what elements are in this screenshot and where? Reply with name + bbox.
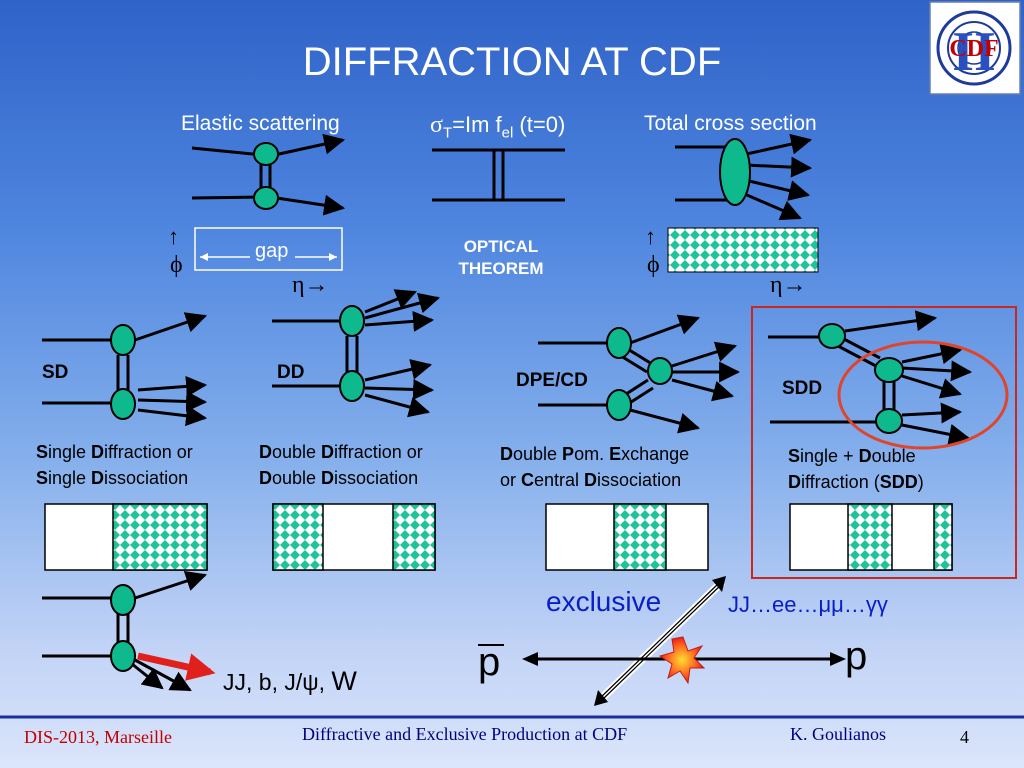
sdd-highlight-ring xyxy=(837,340,1009,450)
dpe-diagram xyxy=(538,314,741,434)
optical-theorem-label: OPTICAL THEOREM xyxy=(440,236,562,280)
sd-l1-b1: S xyxy=(36,442,49,462)
dd-l1-r2: iffraction or xyxy=(334,442,423,462)
dpe-l1-b3: E xyxy=(609,444,622,464)
footer-conference: DIS-2013, Marseille xyxy=(24,727,172,747)
sdd-tag: SDD xyxy=(782,378,823,399)
sd-gap-box xyxy=(44,503,208,571)
sd-l2-r1: ingle xyxy=(48,468,92,488)
dd-l2-b1: D xyxy=(259,468,272,488)
dd-description: Double Diffraction or Double Dissociatio… xyxy=(259,439,423,491)
footer-author: K. Goulianos xyxy=(790,724,886,744)
sd-tag: SD xyxy=(42,362,69,383)
dpe-l2-r1: entral xyxy=(534,470,585,490)
exclusive-diagram xyxy=(522,576,846,706)
footer-talk-title: Diffractive and Exclusive Production at … xyxy=(302,724,628,744)
exclusive-label: exclusive xyxy=(546,586,662,617)
dd-tag: DD xyxy=(277,362,305,383)
optical-line1: OPTICAL xyxy=(463,237,539,256)
sdd-l1-r2: ouble xyxy=(871,446,916,466)
sdd-l1-b1: S xyxy=(788,446,801,466)
phi-symbol-right: ϕ xyxy=(647,252,660,278)
total-cross-section-diagram xyxy=(667,133,819,273)
dpe-l2-r2: issociation xyxy=(597,470,682,490)
sd-l1-r1: ingle xyxy=(48,442,92,462)
slide-title: DIFFRACTION AT CDF xyxy=(302,40,722,84)
sd-products-diagram xyxy=(42,570,216,692)
sd-l1-b2: D xyxy=(91,442,105,462)
phi-symbol-left: ϕ xyxy=(170,252,183,278)
sdd-l2-b1: D xyxy=(788,472,801,492)
formula-middle: =Im f xyxy=(452,112,502,137)
proton-label: p xyxy=(845,634,868,678)
products-label: JJ, b, J/ψ, W xyxy=(223,666,357,697)
cdf-logo: II CDF xyxy=(929,1,1021,95)
sd-l2-b1: S xyxy=(36,468,49,488)
dd-l1-b1: D xyxy=(259,442,272,462)
antiproton-bar xyxy=(478,644,504,646)
gap-label: gap xyxy=(255,240,289,262)
dpe-l1-b1: D xyxy=(500,444,513,464)
dpe-l1-r3: xchange xyxy=(621,444,690,464)
dpe-description: Double Pom. Exchange or Central Dissocia… xyxy=(500,441,689,493)
optical-line2: THEOREM xyxy=(458,259,544,278)
dpe-l2-b1: C xyxy=(521,470,535,490)
sdd-l2-b2: SDD xyxy=(879,472,918,492)
sdd-gap-box xyxy=(789,503,953,571)
eta-arrow-right: η→ xyxy=(770,272,807,298)
antiproton-letter: p xyxy=(478,640,501,684)
sd-description: Single Diffraction or Single Dissociatio… xyxy=(36,439,193,491)
formula-end: (t=0) xyxy=(513,112,566,137)
dpe-gap-box xyxy=(545,503,709,571)
phi-arrow-left: ↑ xyxy=(168,224,179,249)
page-number: 4 xyxy=(960,727,969,747)
dpe-l1-r2: om. xyxy=(574,444,610,464)
sd-l2-r2: issociation xyxy=(104,468,189,488)
dd-l2-b2: D xyxy=(321,468,335,488)
products-list: JJ, b, J/ψ, xyxy=(223,669,326,695)
dpe-tag: DPE/CD xyxy=(516,370,588,391)
dd-l2-r1: ouble xyxy=(272,468,322,488)
exclusive-states: JJ…ee…μμ…γγ xyxy=(728,592,888,617)
optical-formula: σT=Im fel (t=0) xyxy=(430,112,565,141)
dd-l1-r1: ouble xyxy=(272,442,322,462)
sdd-l1-b2: D xyxy=(858,446,872,466)
dd-gap-box xyxy=(272,503,436,571)
sdd-highlight-frame xyxy=(751,306,1017,579)
dpe-l1-b2: P xyxy=(562,444,575,464)
f-subscript: el xyxy=(501,124,514,142)
sd-diagram xyxy=(42,312,208,427)
dd-l2-r2: issociation xyxy=(334,468,419,488)
sd-l1-r2: iffraction or xyxy=(104,442,193,462)
dd-diagram xyxy=(272,289,441,418)
dpe-l2-b2: D xyxy=(584,470,598,490)
logo-numeral: II xyxy=(952,21,996,83)
sdd-description: Single + Double Diffraction (SDD) xyxy=(788,443,924,495)
sdd-l2-r2: ) xyxy=(917,472,924,492)
logo-text: CDF xyxy=(949,36,998,62)
sd-l2-b2: D xyxy=(91,468,105,488)
dpe-l1-r1: ouble xyxy=(513,444,563,464)
gap-plot xyxy=(194,227,343,271)
elastic-diagram xyxy=(191,133,346,216)
optical-theorem-diagram xyxy=(432,148,565,202)
eta-arrow-left: η→ xyxy=(292,272,329,298)
dpe-l2-r0: or xyxy=(500,470,522,490)
sigma-subscript: T xyxy=(442,124,453,142)
antiproton-label: p xyxy=(478,640,504,685)
sigma-symbol: σ xyxy=(430,112,443,138)
sdd-diagram xyxy=(768,310,973,445)
products-w: W xyxy=(331,666,357,696)
sdd-l1-r1: ingle + xyxy=(800,446,859,466)
total-cross-section-label: Total cross section xyxy=(644,112,817,135)
phi-arrow-right: ↑ xyxy=(645,224,656,249)
dd-l1-b2: D xyxy=(321,442,335,462)
elastic-label: Elastic scattering xyxy=(181,112,340,135)
sdd-l2-r1: iffraction ( xyxy=(801,472,880,492)
